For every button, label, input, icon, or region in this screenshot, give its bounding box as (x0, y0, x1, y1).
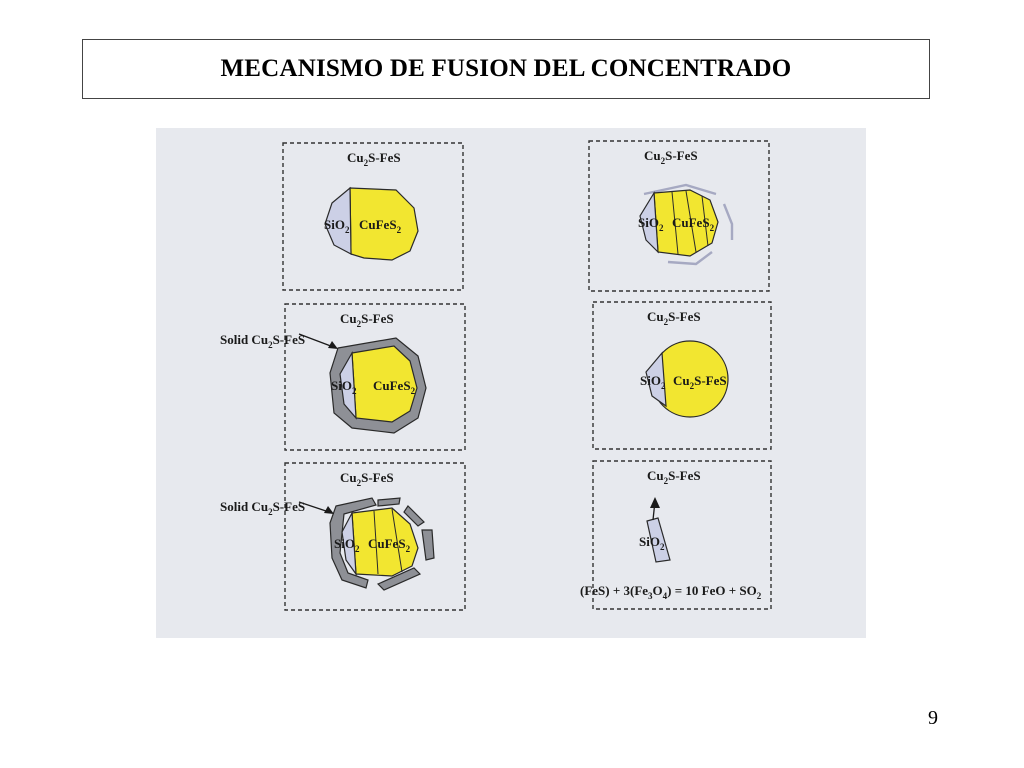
matte-label: Cu2S-FeS (340, 311, 394, 329)
panel-right-3: Cu2S-FeS SiO2 (FeS) + 3(Fe3O4) = 10 FeO … (580, 460, 772, 610)
panel-left-1: Cu2S-FeS SiO2 CuFeS2 (282, 142, 464, 291)
silica-grain (639, 191, 659, 254)
silica-label: SiO2 (324, 217, 350, 235)
chalcopyrite-label: CuFeS2 (359, 217, 402, 235)
fusion-diagram-svg: Cu2S-FeS SiO2 CuFeS2 Cu2S-FeS SiO2 CuFeS… (156, 128, 866, 638)
crack-line (373, 510, 379, 575)
pointer-arrowhead (328, 341, 338, 349)
page-title: MECANISMO DE FUSION DEL CONCENTRADO (220, 55, 792, 82)
silica-grain (324, 186, 352, 256)
panel-frame (284, 303, 466, 451)
silica-label: SiO2 (639, 534, 665, 552)
matte-label: Cu2S-FeS (340, 470, 394, 488)
chalcopyrite-particle (351, 507, 419, 577)
crack-line (701, 195, 709, 247)
chalcopyrite-label: CuFeS2 (672, 215, 715, 233)
title-box: MECANISMO DE FUSION DEL CONCENTRADO (82, 39, 930, 99)
silica-label: SiO2 (334, 536, 360, 554)
silica-grain (341, 510, 357, 577)
dissolving-shell-trace (722, 203, 734, 240)
matte-label: Cu2S-FeS (647, 468, 701, 486)
rising-arrowhead (650, 497, 660, 508)
solid-matte-shell-fragment (377, 497, 401, 507)
figure-background (156, 128, 866, 638)
dissolving-shell-trace (643, 183, 717, 196)
chalcopyrite-label: CuFeS2 (368, 536, 411, 554)
chalcopyrite-particle (351, 345, 418, 423)
pointer-arrowhead (324, 506, 334, 514)
dissolving-shell-trace (667, 251, 713, 266)
silica-grain (339, 350, 357, 420)
solid-matte-label: Solid Cu2S-FeS (220, 499, 305, 517)
silica-grain (646, 517, 671, 563)
solid-matte-label: Solid Cu2S-FeS (220, 332, 305, 350)
matte-label: Cu2S-FeS (647, 309, 701, 327)
panel-frame (592, 301, 772, 450)
panel-frame (284, 462, 466, 611)
crack-line (685, 190, 697, 253)
panel-right-2: Cu2S-FeS SiO2 Cu2S-FeS (592, 301, 772, 450)
panel-frame (592, 460, 772, 610)
solid-matte-shell-fragment (329, 497, 377, 589)
matte-label: Cu2S-FeS (644, 148, 698, 166)
panel-left-3: Cu2S-FeS SiO2 CuFeS2 Solid Cu2S-FeS (220, 462, 466, 611)
matte-label: Cu2S-FeS (347, 150, 401, 168)
matte-inner-label: Cu2S-FeS (673, 373, 727, 391)
silica-label: SiO2 (640, 373, 666, 391)
page-number: 9 (928, 707, 938, 729)
panel-frame (588, 140, 770, 292)
fusion-mechanism-figure: Cu2S-FeS SiO2 CuFeS2 Cu2S-FeS SiO2 CuFeS… (156, 128, 866, 638)
silica-grain (645, 351, 667, 408)
chalcopyrite-label: CuFeS2 (373, 378, 416, 396)
silica-label: SiO2 (331, 378, 357, 396)
reaction-equation: (FeS) + 3(Fe3O4) = 10 FeO + SO2 (580, 583, 762, 601)
crack-line (391, 508, 403, 573)
silica-label: SiO2 (638, 215, 664, 233)
solid-matte-shell-fragment (403, 505, 425, 527)
panel-right-1: Cu2S-FeS SiO2 CuFeS2 (588, 140, 770, 292)
panel-frame (282, 142, 464, 291)
crack-line (671, 191, 679, 255)
chalcopyrite-particle (349, 187, 419, 261)
solid-matte-shell-fragment (376, 567, 422, 591)
solid-matte-shell-fragment (421, 529, 435, 561)
panel-left-2: Cu2S-FeS SiO2 CuFeS2 Solid Cu2S-FeS (220, 303, 466, 451)
chalcopyrite-particle (653, 189, 719, 257)
